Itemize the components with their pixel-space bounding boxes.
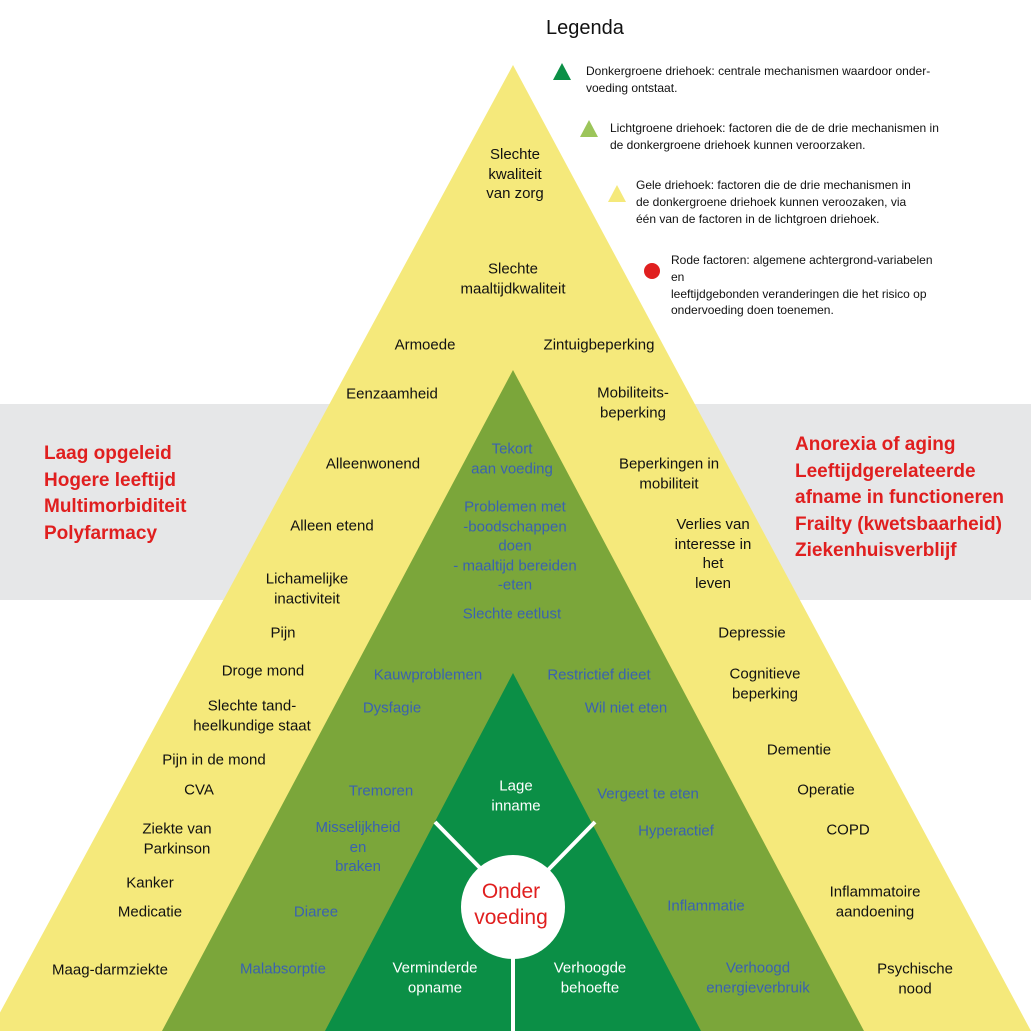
red-factor: Polyfarmacy xyxy=(44,522,158,544)
yellow-factor: Mobiliteits-beperking xyxy=(597,384,669,422)
legend-dark-green-marker xyxy=(553,63,571,80)
center-circle xyxy=(461,855,565,959)
red-factor: Frailty (kwetsbaarheid) xyxy=(795,513,1002,535)
red-factor: Ziekenhuisverblijf xyxy=(795,540,957,562)
legend-red-marker xyxy=(644,263,660,279)
red-factor: Laag opgeleid xyxy=(44,443,172,464)
green-factor: Hyperactief xyxy=(638,822,714,840)
yellow-factor: Eenzaamheid xyxy=(346,385,438,403)
green-factor: Restrictief dieet xyxy=(547,666,651,684)
red-factor: Anorexia of aging xyxy=(795,434,956,455)
yellow-factor: Operatie xyxy=(797,781,855,799)
yellow-factor: Slechte tand-heelkundige staat xyxy=(193,697,311,735)
legend-light-green-marker xyxy=(580,120,598,137)
red-factor: afname in functioneren xyxy=(795,487,1005,509)
yellow-factor: Depressie xyxy=(718,624,786,642)
divider-left xyxy=(433,820,484,872)
red-factors-right: Anorexia of aging Leeftijdgerelateerde a… xyxy=(795,432,1004,565)
yellow-factor: Armoede xyxy=(394,336,456,354)
red-factor: Hogere leeftijd xyxy=(44,469,176,491)
red-factor: Leeftijdgerelateerde xyxy=(795,460,976,482)
yellow-factor: Kanker xyxy=(126,874,174,892)
yellow-factor: Alleenwonend xyxy=(325,455,421,473)
yellow-factor: Maag-darmziekte xyxy=(52,961,168,979)
green-factor: Slechte eetlust xyxy=(462,605,562,623)
legend-yellow-marker xyxy=(608,185,626,202)
green-factor: Diaree xyxy=(293,903,339,921)
green-factor: Inflammatie xyxy=(667,897,745,915)
legend-item-light-green: Lichtgroene driehoek: factoren die de de… xyxy=(610,121,939,152)
green-factor: Dysfagie xyxy=(362,699,422,717)
green-factor: Vergeet te eten xyxy=(597,785,699,803)
green-factor: Tremoren xyxy=(348,782,414,800)
green-factor: Malabsorptie xyxy=(240,960,326,978)
yellow-factor: Alleen etend xyxy=(290,517,374,535)
yellow-factor: COPD xyxy=(826,821,870,839)
yellow-factor: Pijn xyxy=(270,624,296,642)
yellow-factor: Droge mond xyxy=(221,662,305,680)
legend-item-red: Rode factoren: algemene achtergrond-vari… xyxy=(671,253,933,318)
legend-item-yellow: Gele driehoek: factoren die de drie mech… xyxy=(636,178,911,226)
green-factor: Wil niet eten xyxy=(584,699,668,717)
yellow-factor: CVA xyxy=(184,781,214,799)
divider-right xyxy=(546,820,597,872)
red-factors-left: Laag opgeleid Hogere leeftijd Multimorbi… xyxy=(44,441,186,547)
legend-title: Legenda xyxy=(546,17,624,39)
yellow-factor: Pijn in de mond xyxy=(162,751,266,769)
red-factor: Multimorbiditeit xyxy=(44,496,187,518)
yellow-factor: Medicatie xyxy=(117,903,183,921)
dark-green-triangle xyxy=(325,673,701,1031)
yellow-factor: Dementie xyxy=(766,741,832,759)
green-factor: Kauwproblemen xyxy=(373,666,483,684)
yellow-factor: Zintuigbeperking xyxy=(543,336,655,354)
legend-item-dark-green: Donkergroene driehoek: centrale mechanis… xyxy=(586,64,931,95)
